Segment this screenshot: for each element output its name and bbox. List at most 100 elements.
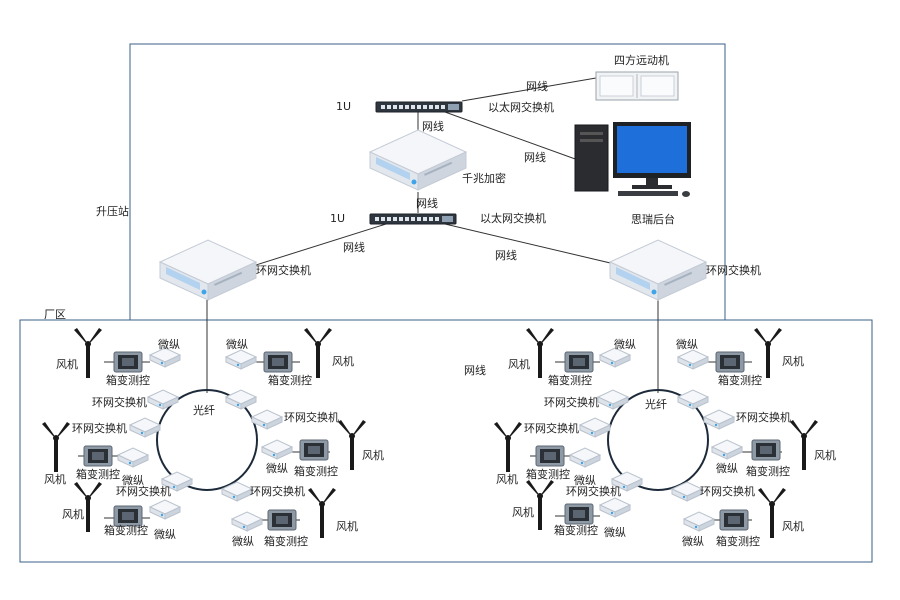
box-control-device <box>751 439 781 461</box>
micro-device <box>599 497 631 518</box>
wind-turbine-icon <box>74 482 102 532</box>
box-control-label: 箱变测控 <box>548 373 592 387</box>
ring-switch-label: 环网交换机 <box>736 410 791 424</box>
turbine-label: 风机 <box>332 354 354 368</box>
wind-turbine-icon <box>304 328 332 378</box>
wind-turbine-icon <box>338 420 366 470</box>
ring-switch-node <box>597 389 629 410</box>
turbine-label: 风机 <box>496 472 518 486</box>
turbine-label: 风机 <box>508 357 530 371</box>
top-switch-name: 以太网交换机 <box>488 100 554 114</box>
box-control-label: 箱变测控 <box>294 464 338 478</box>
encryptor-label: 千兆加密 <box>462 171 506 185</box>
ring-switch-node <box>671 481 703 502</box>
cable-label: 网线 <box>526 79 548 93</box>
micro-device <box>231 511 263 532</box>
micro-device <box>149 499 181 520</box>
box-control-label: 箱变测控 <box>106 373 150 387</box>
turbine-label: 风机 <box>56 357 78 371</box>
ring-switch-node <box>147 389 179 410</box>
ring-switch-node <box>703 409 735 430</box>
substation-label: 升压站 <box>96 204 129 218</box>
micro-label: 微纵 <box>604 525 626 539</box>
micro-label: 微纵 <box>676 337 698 351</box>
turbine-label: 风机 <box>44 472 66 486</box>
ring-switch-label: 环网交换机 <box>524 421 579 435</box>
micro-label: 微纵 <box>158 337 180 351</box>
top-switch-size-label: 1U <box>336 100 351 113</box>
cable-label: 网线 <box>343 240 365 254</box>
box-control-label: 箱变测控 <box>76 467 120 481</box>
box-control-device <box>83 445 113 467</box>
box-control-label: 箱变测控 <box>718 373 762 387</box>
box-control-label: 箱变测控 <box>554 523 598 537</box>
box-control-label: 箱变测控 <box>526 467 570 481</box>
turbine-label: 风机 <box>814 448 836 462</box>
turbine-label: 风机 <box>782 354 804 368</box>
box-control-device <box>267 509 297 531</box>
box-control-device <box>715 351 745 373</box>
micro-device <box>711 439 743 460</box>
substation-ring-switch-left <box>159 239 257 301</box>
middle-ethernet-switch <box>369 213 457 225</box>
turbine-label: 风机 <box>512 505 534 519</box>
server-box-icon <box>609 239 707 301</box>
micro-device <box>677 349 709 370</box>
fiber-ring <box>156 389 258 491</box>
plant-frame <box>19 319 873 563</box>
ring-switch-node <box>677 389 709 410</box>
pc-tower-icon <box>574 124 609 192</box>
server-box-icon <box>159 239 257 301</box>
wind-turbine-icon <box>308 488 336 538</box>
micro-label: 微纵 <box>574 473 596 487</box>
fiber-label: 光纤 <box>193 403 215 417</box>
fiber-label: 光纤 <box>645 397 667 411</box>
micro-device <box>261 439 293 460</box>
backend-label: 思瑞后台 <box>631 212 675 226</box>
left-ring-group: 光纤 <box>42 328 384 548</box>
ring-switch-label: 环网交换机 <box>566 484 621 498</box>
ring-switch-node <box>221 481 253 502</box>
wind-turbine-icon <box>494 422 522 472</box>
box-control-device <box>564 351 594 373</box>
fiber-ring <box>607 389 709 491</box>
ring-switch-right-label: 环网交换机 <box>706 263 761 277</box>
box-control-device <box>564 503 594 525</box>
ring-switch-node <box>251 409 283 430</box>
ring-switch-label: 环网交换机 <box>284 410 339 424</box>
ring-switch-label: 环网交换机 <box>544 395 599 409</box>
micro-device <box>117 447 149 468</box>
top-ethernet-switch <box>375 101 463 113</box>
box-control-device <box>113 351 143 373</box>
micro-device <box>225 349 257 370</box>
box-control-label: 箱变测控 <box>716 534 760 548</box>
ring-switch-node <box>579 417 611 438</box>
ring-switch-label: 环网交换机 <box>700 484 755 498</box>
ring-switch-node <box>129 417 161 438</box>
box-control-label: 箱变测控 <box>264 534 308 548</box>
micro-label: 微纵 <box>614 337 636 351</box>
turbine-label: 风机 <box>62 507 84 521</box>
cable-label: 网线 <box>416 196 438 210</box>
box-control-device <box>535 445 565 467</box>
box-control-label: 箱变测控 <box>268 373 312 387</box>
micro-device <box>569 447 601 468</box>
micro-label: 微纵 <box>154 527 176 541</box>
box-control-device <box>719 509 749 531</box>
cable-label: 网线 <box>422 119 444 133</box>
box-control-device <box>299 439 329 461</box>
motion-controller-device <box>595 71 679 101</box>
rack-switch-icon <box>369 213 457 225</box>
micro-label: 微纵 <box>266 461 288 475</box>
box-control-device <box>263 351 293 373</box>
encryptor-device <box>369 129 467 191</box>
cable-label: 网线 <box>524 150 546 164</box>
plant-cable-label: 网线 <box>464 363 486 377</box>
ring-switch-label: 环网交换机 <box>92 395 147 409</box>
plant-label: 厂区 <box>44 308 66 321</box>
ring-switch-label: 环网交换机 <box>250 484 305 498</box>
box-control-label: 箱变测控 <box>746 464 790 478</box>
wind-turbine-icon <box>42 422 70 472</box>
micro-device <box>683 511 715 532</box>
